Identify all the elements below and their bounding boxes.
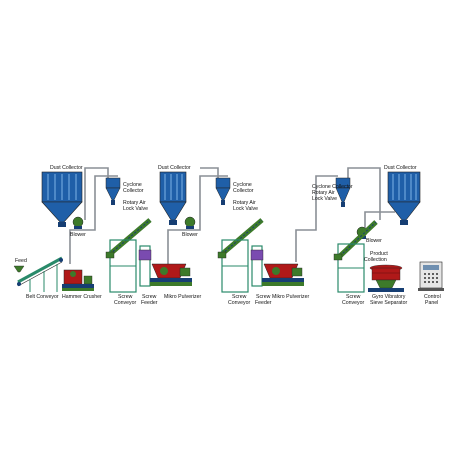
screw-conveyor-1: Screw Conveyor — [105, 218, 152, 306]
ducting — [69, 167, 395, 264]
screw-conveyor-2-label: Screw Conveyor — [228, 294, 250, 306]
screw-feeder-2: Screw Feeder — [250, 245, 272, 306]
gyro-vibratory-sieve-separator: Product Collection Gyro Vibratory Sieve … — [364, 251, 407, 306]
micro-pulverizer-2-label: Mikro Pulverizer — [272, 294, 309, 300]
dust-collector-2: Dust Collector — [158, 165, 191, 225]
cyclone-collector-1-label: Cyclone Collector — [123, 182, 144, 194]
cyclone-collector-2-label: Cyclone Collector — [233, 182, 254, 194]
rotary-valve-2-label: Rotary Air Lock Valve — [233, 200, 258, 212]
blower-1: Blower — [70, 216, 86, 238]
cyclone-collector-3-label: Cyclone Collector Rotary Air Lock Valve — [312, 184, 354, 202]
screw-conveyor-3: Screw Conveyor — [333, 220, 378, 306]
blower-3-label: Blower — [366, 238, 382, 244]
screw-feeder-1: Screw Feeder — [138, 245, 158, 306]
micro-pulverizer-1-label: Mikro Pulverizer — [164, 294, 201, 300]
product-collection-label: Product Collection — [364, 251, 389, 263]
blower-1-label: Blower — [70, 232, 86, 238]
dust-collector-3-label: Dust Collector — [384, 165, 417, 171]
gyro-sieve-label: Gyro Vibratory Sieve Separator — [370, 294, 407, 306]
dust-collector-3: Dust Collector — [384, 165, 421, 225]
blower-2: Blower — [182, 216, 198, 238]
screw-conveyor-2: Screw Conveyor — [217, 218, 264, 306]
cyclone-collector-1: Cyclone Collector Rotary Air Lock Valve — [105, 177, 148, 212]
screw-feeder-2-label: Screw Feeder — [255, 294, 272, 306]
cyclone-collector-3: Cyclone Collector Rotary Air Lock Valve — [312, 177, 354, 207]
dust-collector-2-label: Dust Collector — [158, 165, 191, 171]
belt-conveyor-label: Belt Conveyor — [26, 294, 59, 300]
hammer-crusher-label: Hammer Crusher — [62, 294, 102, 300]
screw-feeder-1-label: Screw Feeder — [141, 294, 158, 306]
cyclone-collector-2: Cyclone Collector Rotary Air Lock Valve — [215, 177, 258, 212]
rotary-valve-1-label: Rotary Air Lock Valve — [123, 200, 148, 212]
screw-conveyor-3-label: Screw Conveyor — [342, 294, 364, 306]
control-panel-label: Control Panel — [424, 294, 442, 306]
dust-collector-1-label: Dust Collector — [50, 165, 83, 171]
screw-conveyor-1-label: Screw Conveyor — [114, 294, 136, 306]
control-panel: Control Panel — [418, 261, 444, 306]
micro-pulverizer-1: Mikro Pulverizer — [150, 263, 201, 300]
blower-2-label: Blower — [182, 232, 198, 238]
belt-conveyor: Feed Belt Conveyor — [13, 256, 63, 300]
hammer-crusher: Hammer Crusher — [62, 269, 102, 300]
dust-collector-1: Dust Collector — [41, 165, 83, 227]
micro-pulverizer-2: Mikro Pulverizer — [262, 263, 309, 300]
feed-label: Feed — [15, 258, 27, 264]
